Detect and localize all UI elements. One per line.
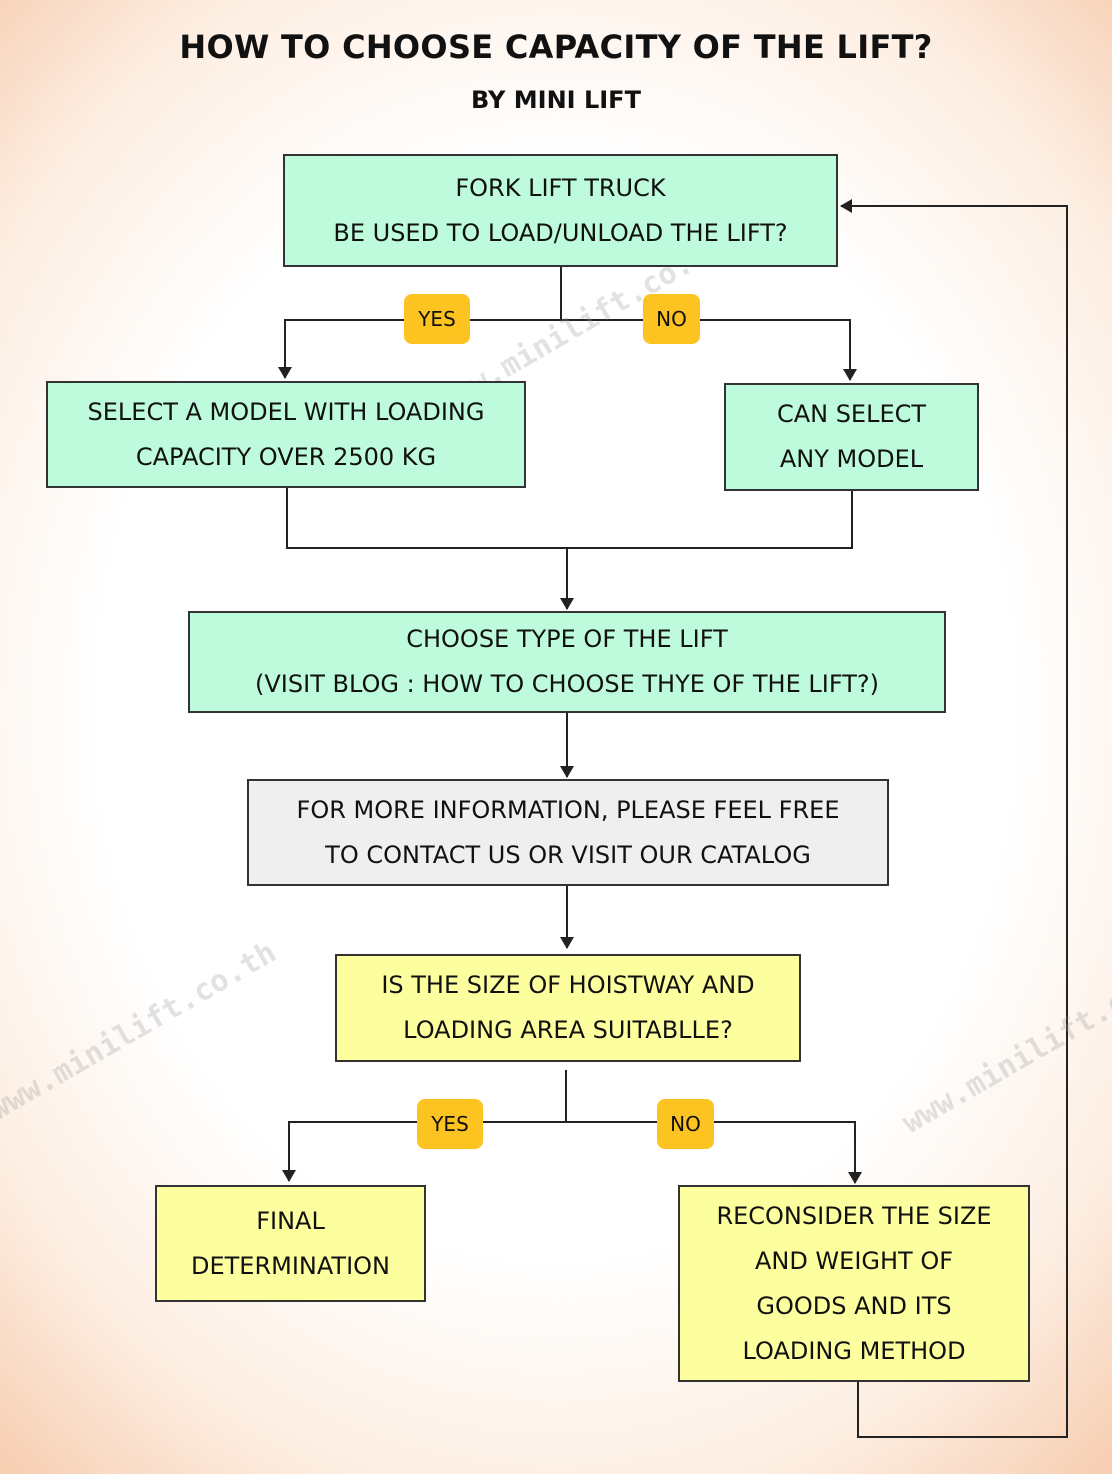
node-text-line: CAPACITY OVER 2500 KG <box>135 442 437 471</box>
node-text-line: FINAL <box>256 1206 325 1235</box>
node-text-line: LOADING METHOD <box>742 1336 966 1365</box>
node-text-line: CAN SELECT <box>776 400 927 428</box>
node-text-line: DETERMINATION <box>190 1251 391 1280</box>
node-size-question: IS THE SIZE OF HOISTWAY AND LOADING AREA… <box>335 954 801 1062</box>
connector-merge-left <box>286 488 567 549</box>
node-text-line: ANY MODEL <box>779 445 924 473</box>
badge-forklift-yes: YES <box>404 294 470 344</box>
node-select-model-2500: SELECT A MODEL WITH LOADING CAPACITY OVE… <box>46 381 526 488</box>
node-text-line: BE USED TO LOAD/UNLOAD THE LIFT? <box>333 218 788 247</box>
node-text-line: LOADING AREA SUITABLLE? <box>403 1016 733 1044</box>
node-any-model: CAN SELECT ANY MODEL <box>724 383 979 491</box>
page-subtitle: BY MINI LIFT <box>471 86 641 114</box>
node-text-line: RECONSIDER THE SIZE <box>716 1201 992 1230</box>
node-text-line: FOR MORE INFORMATION, PLEASE FEEL FREE <box>296 795 840 824</box>
node-choose-type: CHOOSE TYPE OF THE LIFT (VISIT BLOG : HO… <box>188 611 946 713</box>
node-text-line: IS THE SIZE OF HOISTWAY AND <box>381 971 755 999</box>
badge-size-no: NO <box>657 1099 714 1149</box>
badge-size-yes: YES <box>417 1099 483 1149</box>
node-text-line: CHOOSE TYPE OF THE LIFT <box>406 625 728 653</box>
node-text-line: GOODS AND ITS <box>756 1291 952 1320</box>
connector-loop-back <box>840 199 1068 1438</box>
page-title: HOW TO CHOOSE CAPACITY OF THE LIFT? <box>179 28 933 66</box>
node-text-line: FORK LIFT TRUCK <box>455 173 666 202</box>
badge-forklift-no: NO <box>643 294 700 344</box>
node-final-determination: FINAL DETERMINATION <box>155 1185 426 1302</box>
node-text-line: (VISIT BLOG : HOW TO CHOOSE THYE OF THE … <box>255 670 879 698</box>
node-text-line: SELECT A MODEL WITH LOADING <box>87 397 485 426</box>
node-forklift-question: FORK LIFT TRUCK BE USED TO LOAD/UNLOAD T… <box>283 154 838 267</box>
node-text-line: AND WEIGHT OF <box>754 1246 954 1275</box>
node-reconsider: RECONSIDER THE SIZE AND WEIGHT OF GOODS … <box>678 1185 1030 1382</box>
node-more-info: FOR MORE INFORMATION, PLEASE FEEL FREE T… <box>247 779 889 886</box>
connector-merge-right <box>567 491 853 549</box>
node-text-line: TO CONTACT US OR VISIT OUR CATALOG <box>325 840 811 869</box>
